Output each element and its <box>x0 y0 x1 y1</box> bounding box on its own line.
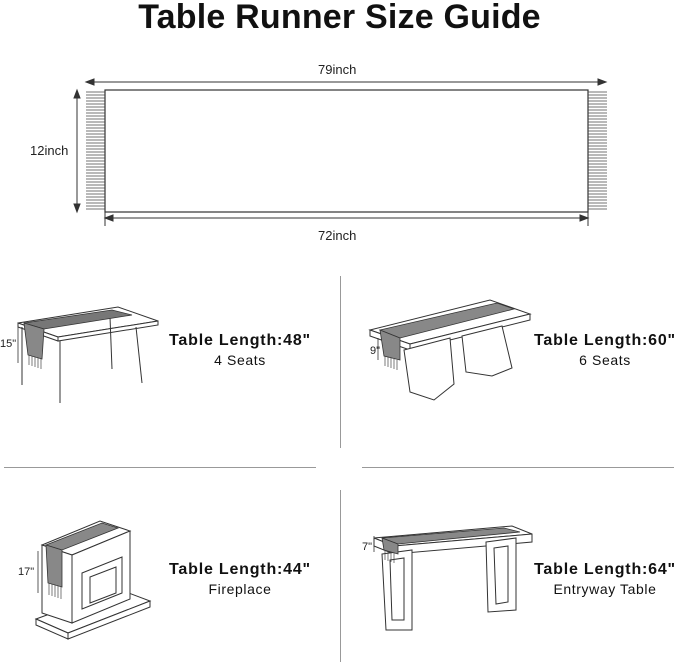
runner-total-length-label: 79inch <box>318 62 357 77</box>
panel-48: Table Length:48" 4 Seats <box>166 332 314 368</box>
horizontal-divider-left <box>4 467 316 468</box>
panel-64: Table Length:64" Entryway Table <box>531 561 679 597</box>
vertical-divider-top <box>340 276 341 448</box>
horizontal-divider-right <box>362 467 674 468</box>
seats-6: 6 Seats <box>579 352 631 368</box>
drop-label-44: 17" <box>18 566 34 578</box>
bench-table-illustration: 9" <box>368 299 532 401</box>
table-length-64: Table Length:64" <box>534 561 676 578</box>
entryway-table-illustration: 7" <box>362 525 533 631</box>
entryway-table-label: Entryway Table <box>553 581 657 597</box>
runner-diagram <box>73 78 608 226</box>
fireplace-illustration: 17" <box>18 520 152 640</box>
dining-table-illustration: 15" <box>0 306 159 403</box>
panel-44: Table Length:44" Fireplace <box>166 561 314 597</box>
panel-60: Table Length:60" 6 Seats <box>531 332 679 368</box>
drop-label-48: 15" <box>0 338 16 350</box>
runner-body-length-label: 72inch <box>318 228 357 243</box>
page-title: Table Runner Size Guide <box>138 0 541 36</box>
vertical-divider-bottom <box>340 490 341 662</box>
drop-label-60: 9" <box>370 345 380 357</box>
table-length-48: Table Length:48" <box>169 332 311 349</box>
drop-label-64: 7" <box>362 541 372 553</box>
runner-width-label: 12inch <box>30 143 69 158</box>
table-length-44: Table Length:44" <box>169 561 311 578</box>
seats-4: 4 Seats <box>214 352 266 368</box>
fireplace-label: Fireplace <box>208 581 272 597</box>
table-length-60: Table Length:60" <box>534 332 676 349</box>
